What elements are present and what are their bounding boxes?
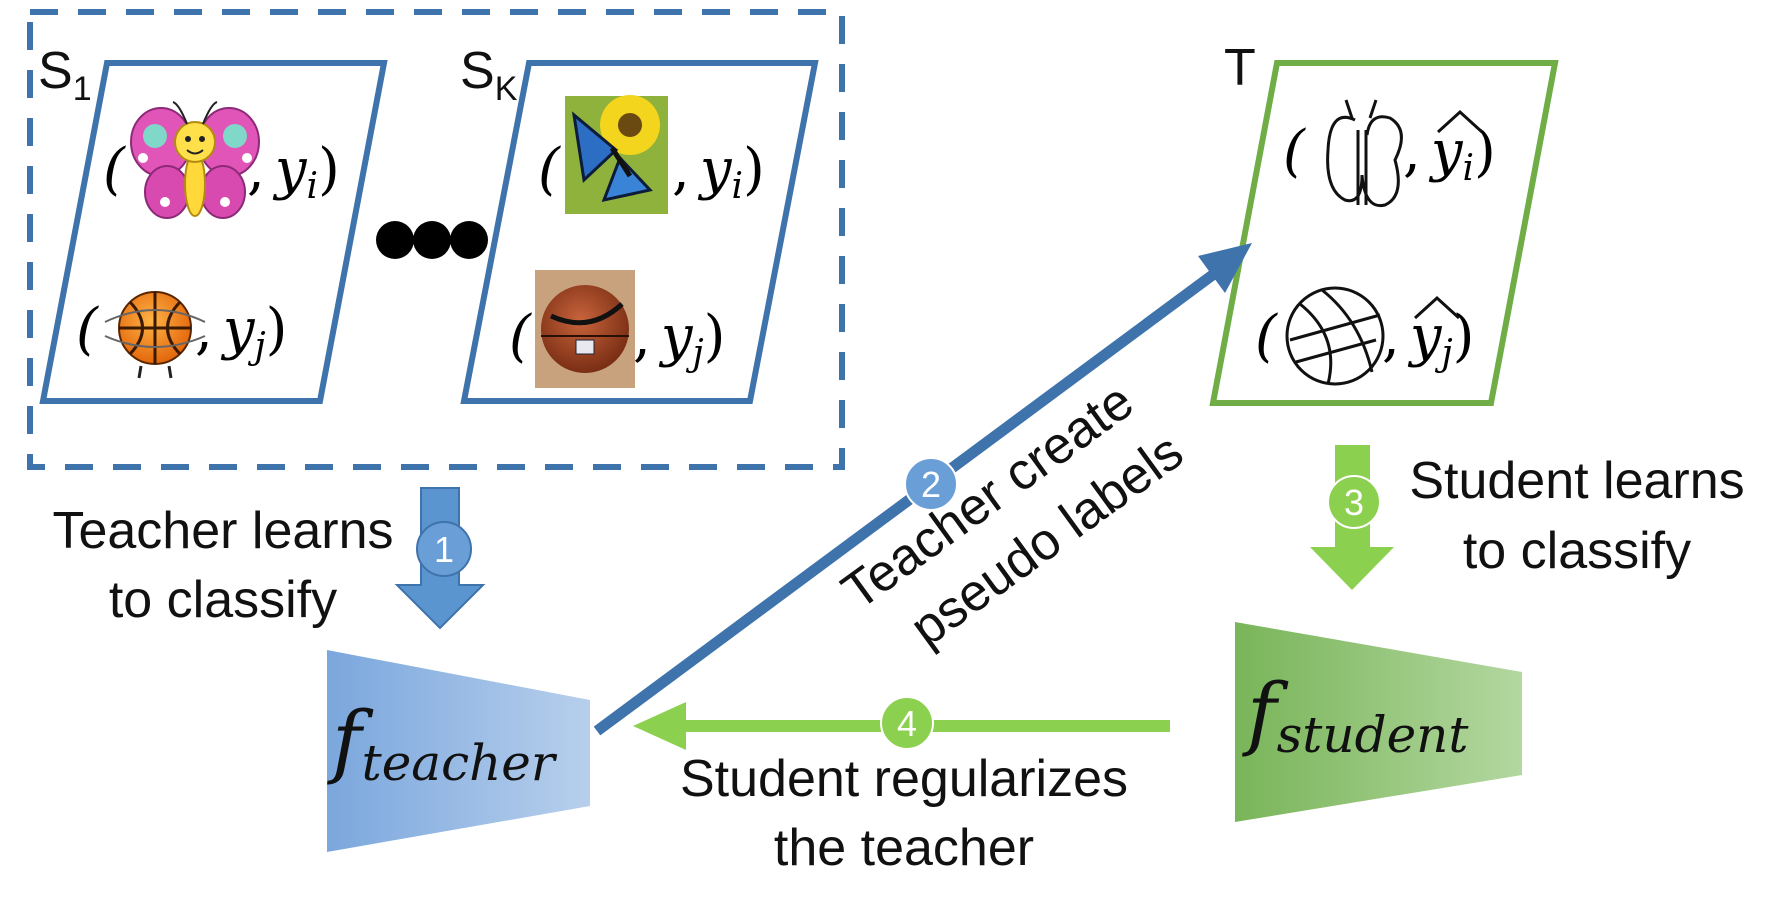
step-3-label-line2: to classify xyxy=(1463,522,1691,580)
pair-t-j-label: ,yj) xyxy=(1382,304,1474,374)
step-3-badge: 3 xyxy=(1327,475,1381,529)
pair-t-i-hat xyxy=(1436,109,1484,134)
svg-text:4: 4 xyxy=(897,703,917,744)
pair-sk-j-open-paren: ( xyxy=(509,304,532,369)
cartoon-basketball-image xyxy=(104,291,206,379)
student-model-shape xyxy=(1235,622,1522,822)
pair-t-j-hat xyxy=(1413,295,1461,320)
pair-s1-j-open-paren: ( xyxy=(76,297,99,362)
svg-text:3: 3 xyxy=(1344,482,1364,523)
sketch-basketball-image xyxy=(1285,286,1385,386)
source-domains-dashed-box xyxy=(27,9,845,470)
teacher-model: fteacher xyxy=(327,650,590,852)
step-1-badge: 1 xyxy=(416,521,472,577)
source-domain-s1-label: S1 xyxy=(38,42,92,108)
ellipsis-dots xyxy=(376,221,488,259)
target-domain-group: T ( ,yi) ( ,yj) xyxy=(1209,39,1559,406)
pair-s1-i-open-paren: ( xyxy=(103,137,126,202)
student-model: fstudent xyxy=(1235,622,1522,822)
pair-t-i-label: ,yi) xyxy=(1403,119,1496,189)
photo-butterfly-image xyxy=(565,95,668,214)
student-model-label: fstudent xyxy=(1242,666,1469,764)
sketch-butterfly-image xyxy=(1326,99,1403,208)
source-domain-s1-panel xyxy=(39,60,388,404)
pair-sk-i-open-paren: ( xyxy=(538,137,561,202)
target-domain-panel xyxy=(1209,60,1559,406)
step-1-label-line2: to classify xyxy=(109,571,337,629)
pair-t-i-open-paren: ( xyxy=(1283,119,1306,184)
cartoon-butterfly-image xyxy=(130,101,260,219)
step-4-label-line2: the teacher xyxy=(774,819,1034,877)
svg-text:2: 2 xyxy=(921,464,941,505)
step-4-label-line1: Student regularizes xyxy=(680,750,1128,808)
pair-s1-i-label: ,yi) xyxy=(247,137,340,207)
target-domain-label: T xyxy=(1224,39,1256,97)
step-2-badge: 2 xyxy=(904,457,958,511)
source-domain-sk-label: SK xyxy=(460,42,518,108)
svg-text:1: 1 xyxy=(434,529,454,570)
teacher-model-label: fteacher xyxy=(327,694,558,792)
pair-t-j-open-paren: ( xyxy=(1255,304,1278,369)
pair-sk-j-label: ,yj) xyxy=(633,304,725,374)
source-domains-group: S1 ( ,yi) xyxy=(27,9,845,470)
step-4-badge: 4 xyxy=(880,696,934,750)
photo-basketball-image xyxy=(535,270,635,388)
teacher-model-shape xyxy=(327,650,590,852)
pair-sk-i-label: ,yi) xyxy=(672,137,765,207)
step-1-label-line1: Teacher learns xyxy=(52,502,393,560)
source-domain-sk-panel xyxy=(460,60,819,404)
pair-s1-j-label: ,yj) xyxy=(195,297,287,367)
step-3-label-line1: Student learns xyxy=(1409,452,1744,510)
